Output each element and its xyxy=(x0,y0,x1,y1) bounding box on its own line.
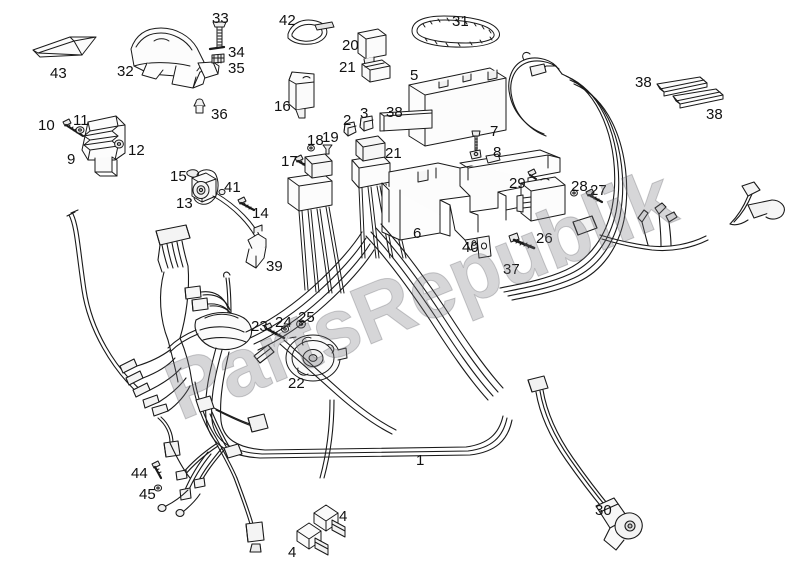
callout-19: 19 xyxy=(322,129,339,146)
callout-44: 44 xyxy=(131,465,148,482)
part-18-washer xyxy=(307,144,315,152)
part-9-regulator xyxy=(81,115,126,177)
callout-45: 45 xyxy=(139,486,156,503)
part-4b-connector xyxy=(296,522,329,556)
callout-16: 16 xyxy=(274,98,291,115)
part-5-battery xyxy=(408,67,507,147)
part-36-clip xyxy=(193,98,206,114)
part-19-nut xyxy=(322,144,333,155)
part-41-washer xyxy=(218,188,226,196)
callout-17: 17 xyxy=(281,153,298,170)
callout-29: 29 xyxy=(509,175,526,192)
callout-13: 13 xyxy=(176,195,193,212)
part-4a-connector xyxy=(313,504,346,538)
part-16-connector xyxy=(288,71,315,119)
callout-26: 26 xyxy=(536,230,553,247)
callout-8: 8 xyxy=(493,144,502,161)
callout-22: 22 xyxy=(288,375,305,392)
callout-21-top: 21 xyxy=(339,59,356,76)
callout-36: 36 xyxy=(211,106,228,123)
callout-18: 18 xyxy=(307,132,324,149)
part-39-connector xyxy=(245,224,267,269)
callout-6: 6 xyxy=(413,225,422,242)
callout-7: 7 xyxy=(490,123,499,140)
part-34-washer xyxy=(208,45,226,51)
callout-33: 33 xyxy=(212,10,229,27)
part-29-fastener xyxy=(527,168,537,180)
callout-5: 5 xyxy=(410,67,419,84)
callout-35: 35 xyxy=(228,60,245,77)
part-37-bolt xyxy=(508,232,536,250)
part-31-belt xyxy=(411,15,500,48)
callout-25: 25 xyxy=(298,309,315,326)
callout-11: 11 xyxy=(73,112,89,129)
callout-40: 40 xyxy=(462,239,479,256)
part-33-screw xyxy=(212,21,227,49)
callout-31: 31 xyxy=(452,13,469,30)
part-45-washer xyxy=(153,484,163,492)
part-38c-pad xyxy=(672,88,724,109)
part-connector-left xyxy=(287,153,345,294)
part-28-washer xyxy=(570,189,578,197)
callout-10: 10 xyxy=(38,117,55,134)
callout-12: 12 xyxy=(128,142,145,159)
callout-14: 14 xyxy=(252,205,269,222)
part-40-bracket xyxy=(476,235,492,259)
part-38b-pad xyxy=(656,76,708,97)
callout-34: 34 xyxy=(228,44,245,61)
callout-24: 24 xyxy=(275,314,292,331)
part-3-clip xyxy=(359,115,374,132)
part-35-grommet xyxy=(211,53,225,64)
part-27-screw xyxy=(585,188,604,204)
callout-27: 27 xyxy=(590,182,607,199)
callout-39: 39 xyxy=(266,258,283,275)
callout-42: 42 xyxy=(279,12,296,29)
callout-4-b: 4 xyxy=(288,544,297,561)
callout-30: 30 xyxy=(595,502,612,519)
callout-38-right-a: 38 xyxy=(635,74,652,91)
callout-4-a: 4 xyxy=(339,508,348,525)
callout-38-right-b: 38 xyxy=(706,106,723,123)
part-12-nut xyxy=(114,139,124,149)
part-21-relay-base-top xyxy=(361,59,391,83)
callout-2: 2 xyxy=(343,112,352,129)
part-2-clip xyxy=(343,121,357,137)
callout-9: 9 xyxy=(67,151,76,168)
part-11-washer xyxy=(75,126,85,134)
part-7-bolt xyxy=(471,130,481,151)
part-43-strip xyxy=(32,36,97,58)
part-22-flywheel xyxy=(285,334,348,382)
callout-3: 3 xyxy=(360,105,369,122)
part-1-main-harness xyxy=(66,51,785,553)
part-20-relay xyxy=(357,28,387,66)
part-38a-pad xyxy=(379,109,433,132)
part-14-screw xyxy=(237,196,256,212)
callout-43: 43 xyxy=(50,65,67,82)
callout-28: 28 xyxy=(571,178,588,195)
callout-32: 32 xyxy=(117,63,134,80)
callout-23: 23 xyxy=(251,318,268,335)
callout-20: 20 xyxy=(342,37,359,54)
part-8-washer xyxy=(469,149,482,160)
callout-38-center: 38 xyxy=(386,104,403,121)
callout-21: 21 xyxy=(385,145,402,162)
part-44-screw xyxy=(151,460,163,480)
callout-37: 37 xyxy=(503,261,520,278)
part-13-ignition-switch xyxy=(191,169,219,205)
part-42-cable-tie xyxy=(287,19,335,45)
part-6-battery-tray xyxy=(381,149,561,251)
callout-41: 41 xyxy=(224,179,241,196)
part-26-cdi xyxy=(516,176,566,222)
part-32-cover xyxy=(130,27,220,89)
callout-15: 15 xyxy=(170,168,187,185)
part-10-screw xyxy=(62,118,85,138)
callout-1: 1 xyxy=(416,452,425,469)
